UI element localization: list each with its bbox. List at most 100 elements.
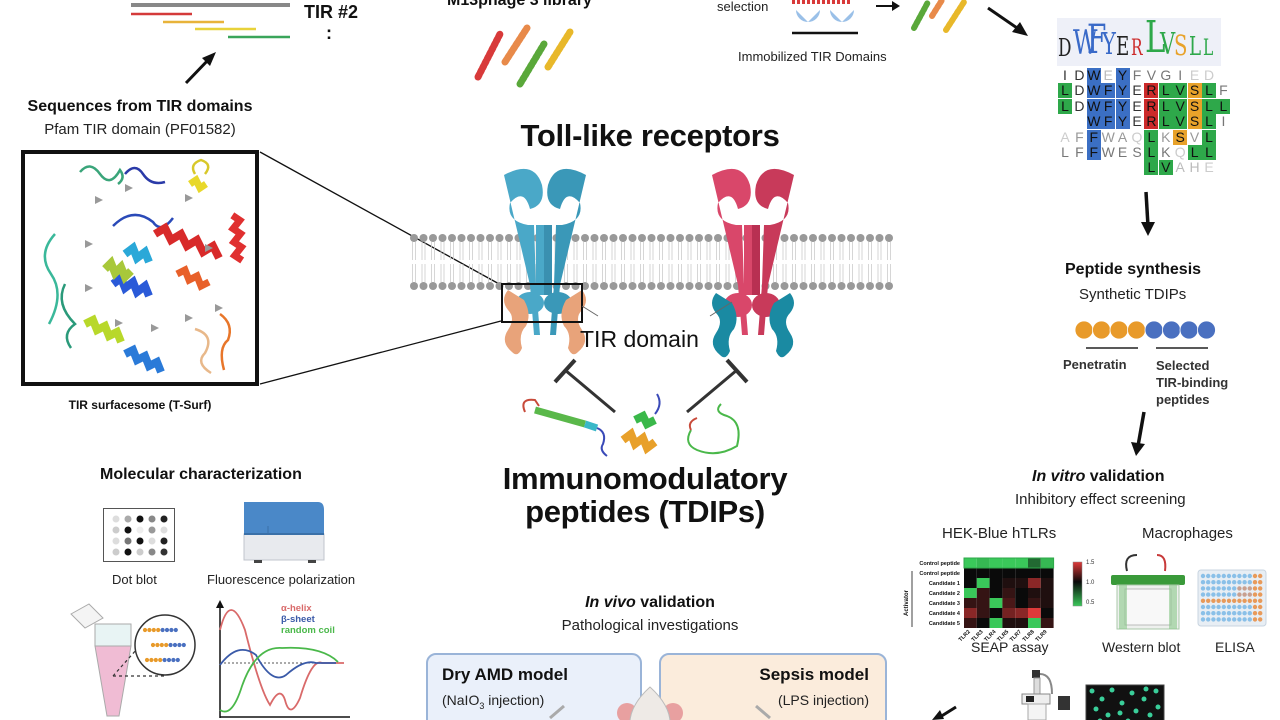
alignment-cell: F	[1086, 145, 1101, 160]
alignment-cell: V	[1146, 67, 1157, 83]
selected-bead	[1179, 320, 1199, 340]
heatmap-cell	[1015, 588, 1028, 598]
sequences-subtitle: Pfam TIR domain (PF01582)	[44, 121, 236, 138]
heatmap-cell	[1015, 578, 1028, 588]
alignment-cell: E	[1132, 82, 1142, 99]
alignment-cell: L	[1202, 83, 1216, 99]
alignment-cell: V	[1158, 160, 1173, 176]
heatmap-cell	[989, 568, 1003, 578]
legend-beta-sheet: β-sheet	[281, 614, 315, 625]
heatmap-cell	[964, 558, 977, 568]
amd-sub-post: injection)	[484, 692, 545, 708]
in-vitro-title-rest: validation	[1085, 468, 1165, 485]
selected-peptides-label: Selected TIR-binding peptides	[1156, 357, 1228, 408]
heatmap-cell	[1028, 598, 1041, 608]
sepsis-panel: Sepsis model (LPS injection)	[659, 653, 887, 720]
in-vivo-title-italic: In vivo	[585, 594, 636, 611]
alignment-cell: V	[1173, 83, 1188, 99]
alignment-cell: K	[1161, 128, 1171, 145]
selected-line-1: Selected	[1156, 358, 1210, 373]
alignment-cell: L	[1158, 83, 1173, 99]
synthesis-title: Peptide synthesis	[1065, 261, 1202, 278]
alignment-cell: E	[1117, 144, 1128, 160]
tlr-right-receptor-icon	[712, 168, 794, 358]
alignment-cell: L	[1202, 114, 1216, 130]
alignment-cell: K	[1161, 144, 1171, 160]
alignment-cell: L	[1202, 129, 1216, 145]
alignment-cell: R	[1144, 82, 1159, 99]
fp-label: Fluorescence polarization	[207, 572, 356, 587]
alignment-cell: G	[1160, 67, 1172, 83]
alignment-cell: L	[1144, 160, 1159, 176]
heatmap-cell	[1015, 558, 1028, 568]
tdip-title-line-2: peptides (TDIPs)	[525, 494, 765, 529]
blot-dot	[124, 537, 132, 545]
hek-label: HEK-Blue hTLRs	[942, 525, 1057, 542]
logo-letter: D	[1058, 34, 1072, 62]
phage-library-title: M13phage 3 library	[447, 0, 592, 9]
heatmap-cell	[1002, 598, 1016, 608]
dot-blot-icon	[112, 515, 168, 556]
sequences-title: Sequences from TIR domains	[27, 98, 253, 115]
blot-dot	[160, 526, 168, 534]
dry-amd-subtitle: (NaIO3 injection)	[442, 692, 544, 711]
alignment-cell: Q	[1174, 144, 1186, 160]
heatmap-cell	[1028, 618, 1041, 628]
cell-membrane	[410, 234, 893, 290]
seap-label: SEAP assay	[971, 639, 1049, 655]
arrow-down-right-icon	[987, 6, 1028, 36]
alignment-cell: E	[1103, 67, 1113, 83]
tube-with-peptides-icon	[70, 603, 196, 717]
alignment-cell: W	[1101, 144, 1115, 160]
heatmap-cell	[1015, 608, 1028, 618]
legend-alpha-helix: α-helix	[281, 603, 312, 614]
alignment-cell: F	[1101, 83, 1116, 99]
alignment-cell: L	[1144, 145, 1159, 160]
phage-library-icon	[474, 24, 574, 88]
immobilized-tir-icon	[792, 0, 858, 35]
blot-dot	[112, 537, 120, 545]
colorbar-tick: 1.5	[1086, 560, 1095, 566]
penetratin-bead	[1127, 320, 1146, 340]
cd-alpha-helix-curve	[219, 609, 344, 711]
alignment-cell: Y	[1115, 114, 1130, 130]
heatmap-ylabel: Activator	[904, 589, 910, 616]
heatmap-cell	[989, 608, 1003, 618]
blot-dot	[148, 515, 156, 523]
amd-sub-subscript: 3	[479, 700, 485, 711]
arrow-right-icon	[876, 1, 900, 11]
dry-amd-title: Dry AMD model	[442, 665, 568, 684]
blot-dot	[160, 537, 168, 545]
alignment-cell: W	[1086, 97, 1101, 114]
alignment-cell: E	[1189, 67, 1200, 83]
syringe-icons	[549, 704, 771, 720]
heatmap-cell	[989, 578, 1003, 588]
heatmap-cell	[964, 608, 977, 618]
heatmap-cell	[1040, 618, 1054, 628]
alignment-cell: L	[1187, 145, 1202, 160]
in-vivo-title-rest: validation	[635, 594, 715, 611]
alignment-cell: L	[1058, 98, 1072, 114]
in-vitro-subtitle: Inhibitory effect screening	[1015, 491, 1186, 508]
blot-dot	[112, 548, 120, 556]
arrow-down-left-icon	[1131, 411, 1146, 456]
blot-dot	[148, 526, 156, 534]
alignment-cell: S	[1187, 83, 1202, 99]
western-label: Western blot	[1102, 639, 1181, 655]
blot-dot	[124, 526, 132, 534]
alignment-cell: I	[1178, 67, 1183, 83]
cd-spectrum-chart	[216, 600, 350, 718]
western-blot-icon	[1111, 554, 1185, 630]
tdip-peptides-icon	[522, 393, 740, 457]
blot-dot	[112, 526, 120, 534]
heatmap-cell	[1040, 578, 1054, 588]
alignment-cell: L	[1158, 114, 1173, 130]
heatmap-cell	[976, 608, 990, 618]
alignment-cell: R	[1144, 113, 1159, 130]
tir-surfacesome-box	[21, 150, 259, 386]
colorbar-gradient	[1072, 561, 1083, 607]
heatmap-cell	[1040, 558, 1054, 568]
immobilized-label: Immobilized TIR Domains	[738, 49, 887, 64]
tir-zoom-box	[501, 283, 583, 323]
